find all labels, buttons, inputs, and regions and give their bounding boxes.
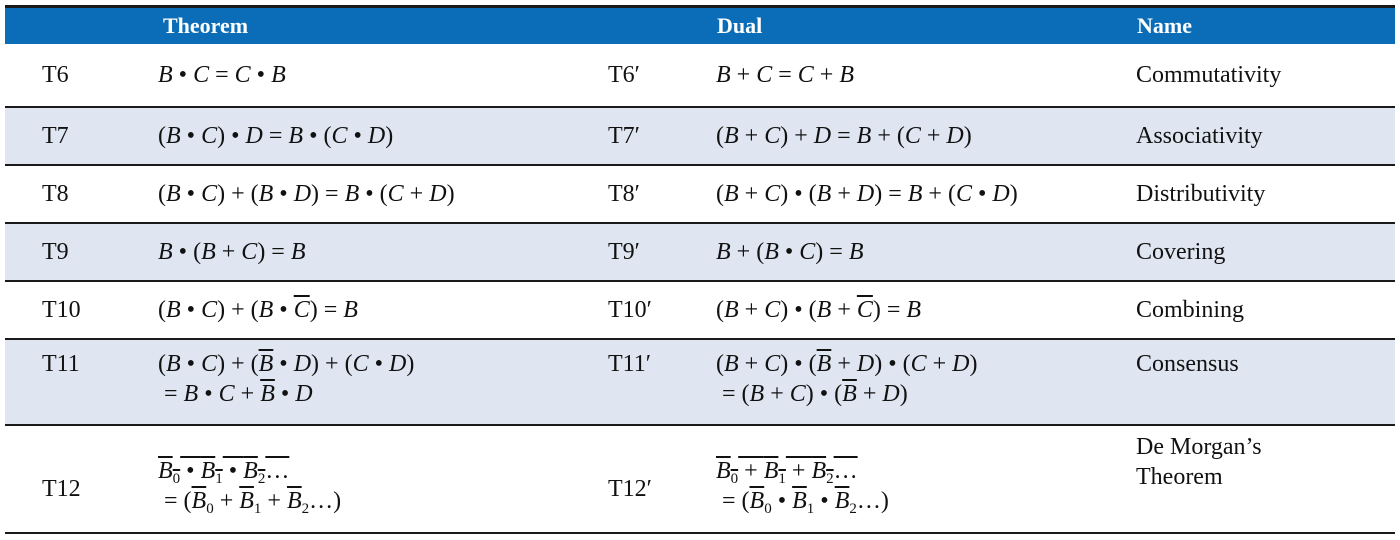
theorem-name: Associativity [1136,123,1263,149]
row-divider [5,164,1395,166]
table-header: Theorem Dual Name [5,8,1395,44]
header-theorem: Theorem [163,13,249,38]
table-row: T11 (B • C) + (B • D) + (C • D) = B • C … [5,340,1395,424]
row-divider [5,106,1395,108]
header-dual: Dual [717,13,763,38]
theorem-expression: (B • C) + (B • C) = B [158,297,358,323]
dual-expression: (B + C) • (B + C) = B [716,297,922,323]
row-divider [5,280,1395,282]
table-row: T6 B • C = C • B T6′ B + C = C + B Commu… [5,44,1395,106]
dual-expression: B + C = C + B [716,62,855,88]
table-row: T12 B0 • B1 • B2… = (B0 + B1 + B2…) T12′… [5,426,1395,532]
theorem-name: Commutativity [1136,62,1282,88]
table-bottom-rule [5,532,1395,534]
theorem-id: T11 [42,351,80,377]
dual-id: T12′ [608,476,652,502]
theorem-name: De Morgan’s Theorem [1136,434,1262,490]
header-name: Name [1137,13,1192,38]
theorem-expression: (B • C) + (B • D) = B • (C + D) [158,181,455,207]
theorem-id: T7 [42,123,69,149]
dual-id: T11′ [608,351,652,377]
dual-expression: (B + C) • (B + D) • (C + D) = (B + C) • … [716,351,978,407]
theorem-name: Consensus [1136,351,1239,377]
dual-id: T7′ [608,123,640,149]
theorem-name: Combining [1136,297,1245,323]
dual-id: T10′ [608,297,652,323]
dual-expression: (B + C) • (B + D) = B + (C • D) [716,181,1018,207]
dual-expression: (B + C) + D = B + (C + D) [716,123,972,149]
theorem-expression: (B • C) + (B • D) + (C • D) = B • C + B … [158,351,415,407]
theorem-id: T12 [42,476,81,502]
theorem-id: T9 [42,239,69,265]
table-top-rule [5,5,1395,8]
table-row: T10 (B • C) + (B • C) = B T10′ (B + C) •… [5,282,1395,338]
theorem-id: T8 [42,181,69,207]
theorem-id: T10 [42,297,81,323]
dual-expression: B + (B • C) = B [716,239,864,265]
table-row: T9 B • (B + C) = B T9′ B + (B • C) = B C… [5,224,1395,280]
table-row: T8 (B • C) + (B • D) = B • (C + D) T8′ (… [5,166,1395,222]
theorem-expression: B • C = C • B [158,62,286,88]
dual-id: T9′ [608,239,640,265]
theorem-expression: B • (B + C) = B [158,239,306,265]
theorem-name: Distributivity [1136,181,1266,207]
theorem-expression: (B • C) • D = B • (C • D) [158,123,394,149]
theorem-id: T6 [42,62,69,88]
theorem-name: Covering [1136,239,1226,265]
dual-id: T8′ [608,181,640,207]
dual-id: T6′ [608,62,640,88]
row-divider [5,424,1395,426]
table-row: T7 (B • C) • D = B • (C • D) T7′ (B + C)… [5,108,1395,164]
theorem-expression: B0 • B1 • B2… = (B0 + B1 + B2…) [158,458,342,517]
dual-expression: B0 + B1 + B2… = (B0 • B1 • B2…) [716,458,889,517]
row-divider [5,338,1395,340]
row-divider [5,222,1395,224]
